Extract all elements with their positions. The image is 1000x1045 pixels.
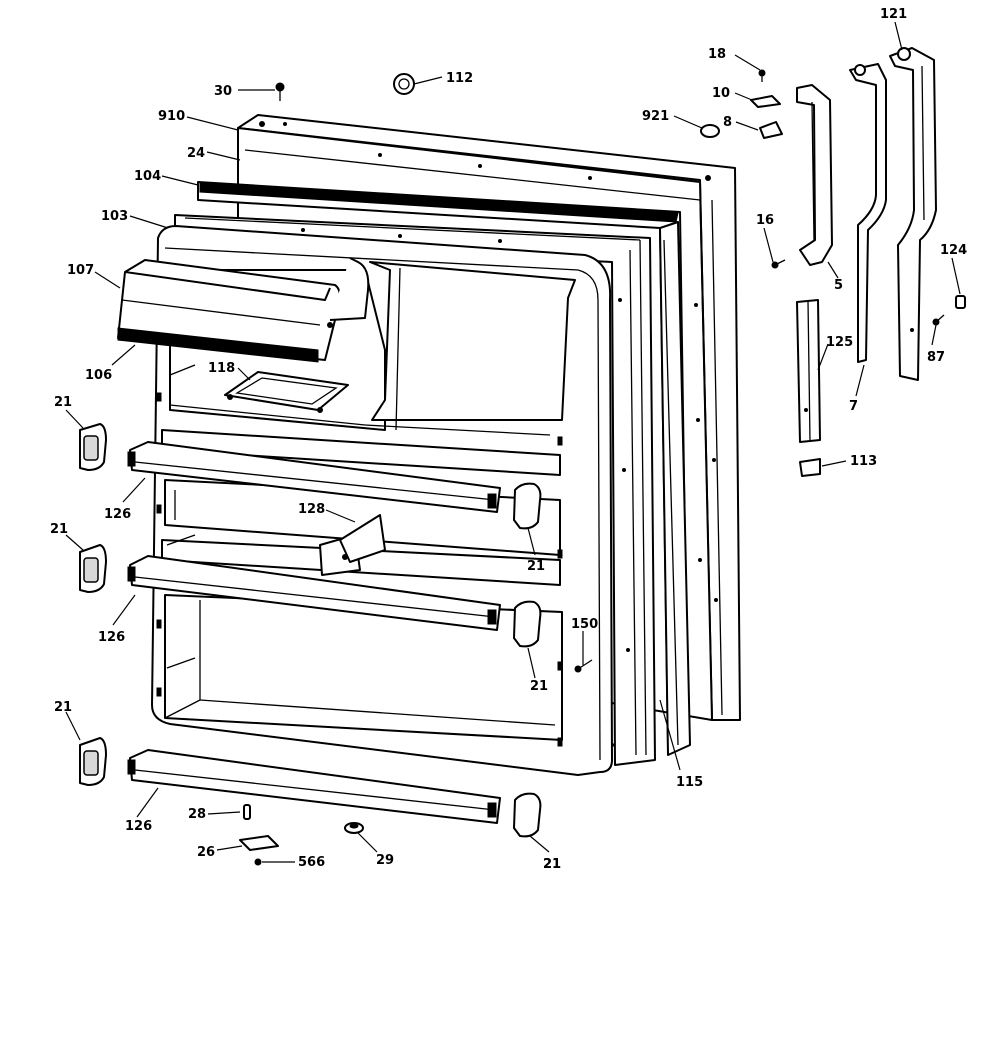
- callout-18: 18: [708, 47, 726, 62]
- callout-16: 16: [756, 213, 774, 228]
- callout-30: 30: [214, 84, 232, 99]
- callout-104: 104: [134, 169, 161, 184]
- callout-87: 87: [927, 350, 945, 365]
- shelf-end-cap: [79, 423, 542, 838]
- callout-5: 5: [834, 278, 843, 293]
- callout-28: 28: [188, 807, 206, 822]
- callout-106: 106: [85, 368, 112, 383]
- callout-113: 113: [850, 454, 877, 469]
- callout-29: 29: [376, 853, 394, 868]
- callout-126-b: 126: [98, 630, 125, 645]
- door-shelf-lower: [127, 749, 501, 824]
- callout-21-c: 21: [527, 559, 545, 574]
- callout-21-e: 21: [54, 700, 72, 715]
- callout-150: 150: [571, 617, 598, 632]
- callout-128: 128: [298, 502, 325, 517]
- door-shelf-upper: [127, 441, 501, 513]
- door-gasket: [197, 181, 691, 756]
- callout-21-f: 21: [543, 857, 561, 872]
- callout-10: 10: [712, 86, 730, 101]
- callout-26: 26: [197, 845, 215, 860]
- callout-566: 566: [298, 855, 325, 870]
- door-shelf-middle: [127, 555, 501, 631]
- callout-118: 118: [208, 361, 235, 376]
- callout-103: 103: [101, 209, 128, 224]
- callout-21-a: 21: [54, 395, 72, 410]
- callout-24: 24: [187, 146, 205, 161]
- callout-7: 7: [849, 399, 858, 414]
- butter-tray: [224, 371, 349, 413]
- callout-910: 910: [158, 109, 185, 124]
- callout-921: 921: [642, 109, 669, 124]
- hinge-bracket: [796, 84, 833, 266]
- callout-115: 115: [676, 775, 703, 790]
- callout-121: 121: [880, 7, 907, 22]
- dairy-compartment-door: [117, 257, 370, 363]
- callout-124: 124: [940, 243, 967, 258]
- hinge-cover: [796, 299, 821, 443]
- door-handle-left: [849, 63, 887, 363]
- callout-21-g: 21: [543, 857, 561, 872]
- small-hardware: [239, 69, 966, 866]
- callout-labels: 18 121 30 112 10 910 921 8 24 104 16 103…: [50, 7, 967, 872]
- inner-door-liner: [151, 225, 613, 776]
- door-handle-right: [889, 47, 937, 381]
- callout-126-a: 126: [104, 507, 131, 522]
- callout-107: 107: [67, 263, 94, 278]
- callout-125: 125: [826, 335, 853, 350]
- callout-leaders: [65, 21, 961, 863]
- callout-21-b: 21: [50, 522, 68, 537]
- shelf-divider: [319, 514, 386, 576]
- callout-112: 112: [446, 71, 473, 86]
- callout-21-d: 21: [530, 679, 548, 694]
- callout-8: 8: [723, 115, 732, 130]
- callout-126-c: 126: [125, 819, 152, 834]
